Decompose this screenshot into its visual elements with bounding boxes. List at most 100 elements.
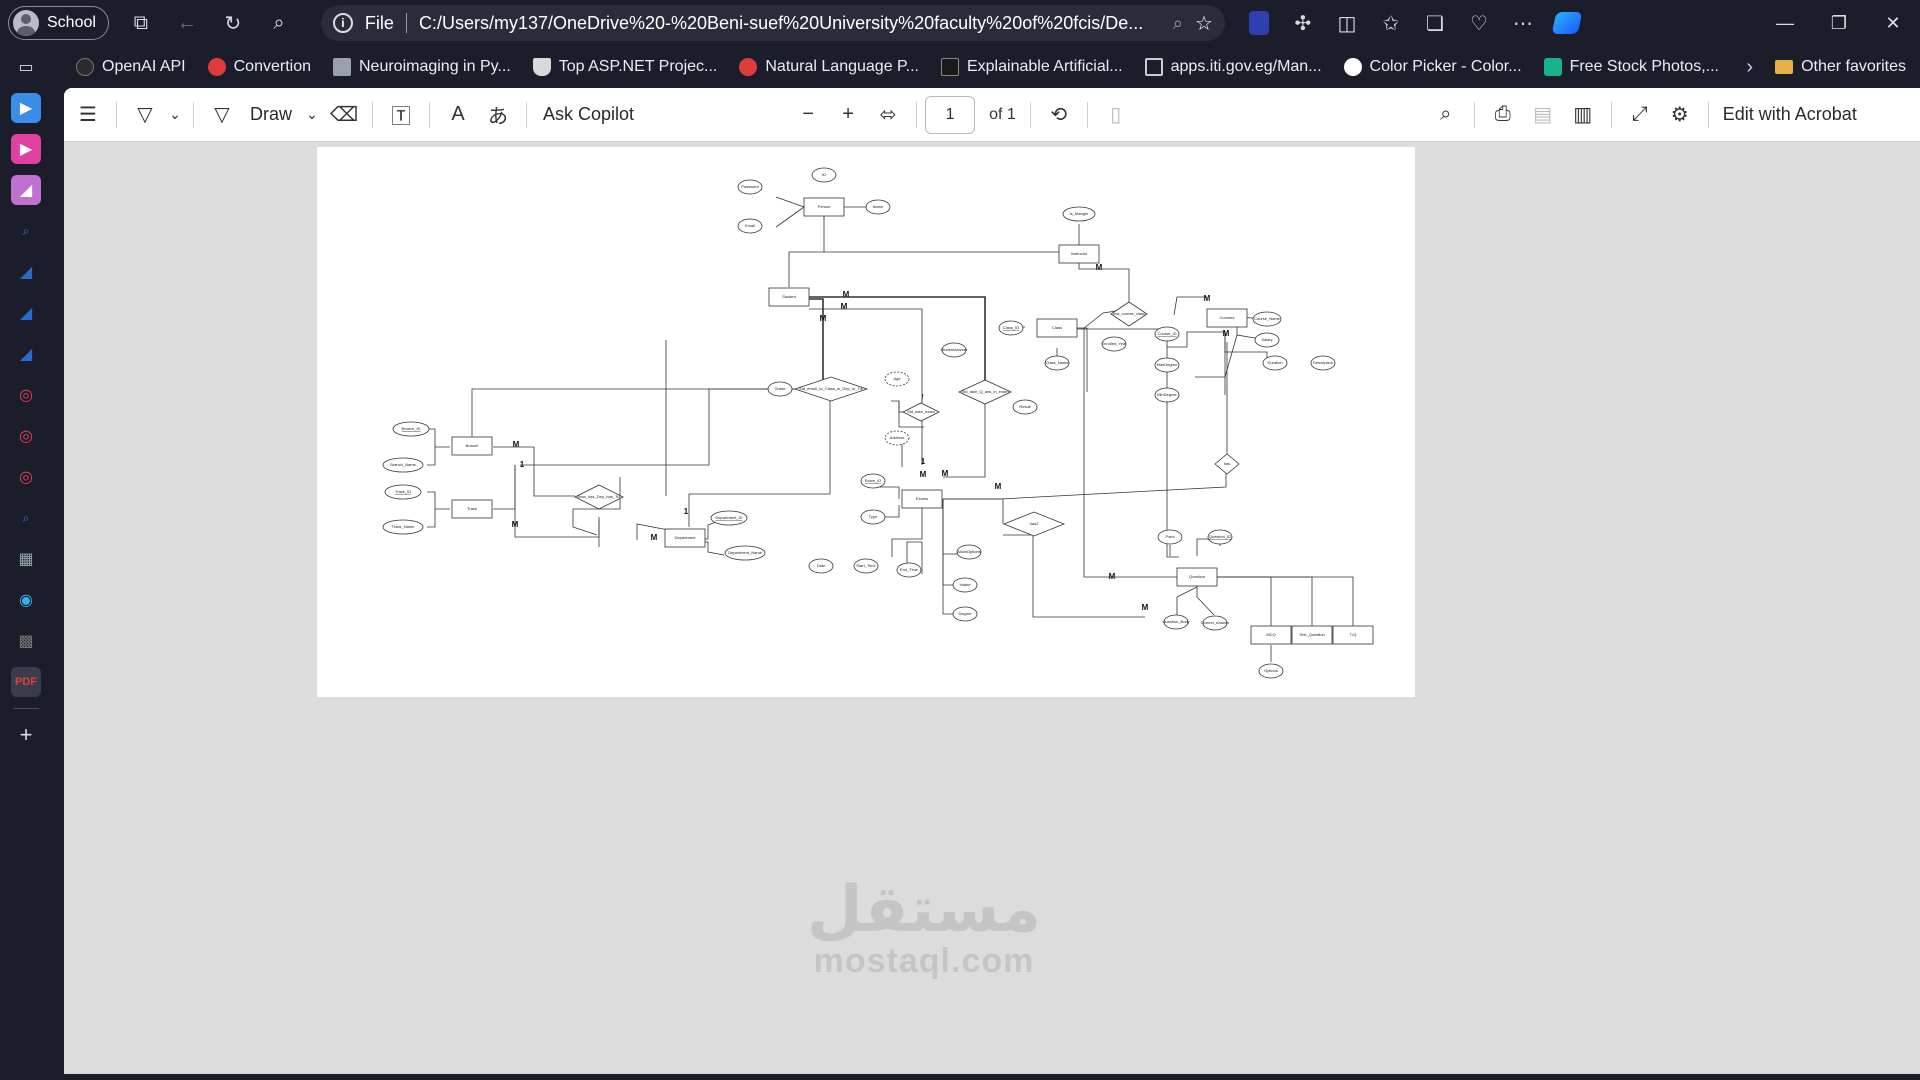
close-icon[interactable]: ✕ <box>1885 12 1901 33</box>
attribute-ellipse <box>941 342 967 358</box>
settings-gear-icon[interactable]: ⚙ <box>1670 104 1689 126</box>
chevron-down-icon[interactable]: ⌄ <box>306 106 318 122</box>
url-text[interactable]: C:/Users/my137/OneDrive%20-%20Beni-suef%… <box>418 12 1144 33</box>
attribute-ellipse <box>1202 615 1228 631</box>
app-icon[interactable]: ◢ <box>19 264 33 281</box>
eraser-icon[interactable]: ⌫ <box>329 104 359 126</box>
fullscreen-icon[interactable]: ⤢ <box>1631 103 1648 125</box>
instagram-icon[interactable]: ◎ <box>19 469 33 486</box>
favorites-icon[interactable]: ✩ <box>1382 12 1400 35</box>
ask-copilot-button[interactable]: Ask Copilot <box>543 104 635 124</box>
find-icon[interactable]: ⌕ <box>1440 103 1452 125</box>
split-screen-icon[interactable]: ◫ <box>1337 12 1357 35</box>
zoom-in-icon[interactable]: + <box>842 103 854 125</box>
tab-actions-icon[interactable]: ▭ <box>18 59 34 76</box>
attribute-label: Question_Body <box>1162 619 1189 624</box>
circle-app-icon[interactable]: ◉ <box>19 592 33 609</box>
favorite-star-icon[interactable]: ☆ <box>1194 12 1213 35</box>
extension-shield-icon[interactable] <box>1241 5 1277 41</box>
edit-with-acrobat-button[interactable]: Edit with Acrobat <box>1722 104 1857 124</box>
highlight-icon[interactable]: ▽ <box>137 104 153 126</box>
entity-box <box>1332 625 1374 645</box>
collections-icon[interactable]: ❏ <box>1425 12 1444 35</box>
pdf-tab-icon[interactable]: PDF <box>11 667 41 697</box>
browser-essentials-icon[interactable]: ♡ <box>1469 12 1488 35</box>
chevron-down-icon[interactable]: ⌄ <box>169 106 181 122</box>
attribute-label: StudentAnswer <box>940 347 968 352</box>
app-icon[interactable]: ◢ <box>11 175 41 205</box>
favorite-item[interactable]: Top ASP.NET Projec... <box>532 58 717 76</box>
connector-line <box>809 308 923 402</box>
copilot-icon[interactable] <box>1549 5 1585 41</box>
add-icon[interactable]: + <box>19 722 33 747</box>
info-icon[interactable]: i <box>332 13 353 33</box>
search-icon[interactable]: ⌕ <box>22 510 30 525</box>
attribute-label: Type <box>869 514 878 519</box>
attribute-ellipse <box>1252 311 1282 327</box>
save-as-icon[interactable]: ▥ <box>1573 104 1593 126</box>
attribute-ellipse <box>1062 206 1096 222</box>
attribute-label: Degree <box>958 611 972 616</box>
search-icon[interactable]: ⌕ <box>273 11 285 34</box>
attribute-label: Result <box>1019 404 1031 409</box>
workspaces-icon[interactable]: ⧉ <box>133 11 149 34</box>
app-icon[interactable]: ◢ <box>19 346 33 363</box>
attribute-ellipse <box>382 519 424 535</box>
entity-box <box>1176 567 1218 587</box>
attribute-ellipse <box>737 218 763 234</box>
back-icon[interactable]: ← <box>176 11 197 34</box>
toolbar-divider <box>916 101 918 128</box>
attribute-label: Address <box>890 435 905 440</box>
favorite-item[interactable]: OpenAI API <box>76 58 186 76</box>
rail-divider <box>13 708 39 709</box>
attribute-ellipse <box>1254 332 1280 348</box>
draw-label[interactable]: Draw <box>250 104 293 124</box>
attribute-label: Department_ID <box>715 515 742 520</box>
other-favorites-label: Other favorites <box>1801 58 1906 75</box>
print-icon[interactable]: ⎙ <box>1494 103 1511 125</box>
zoom-out-icon[interactable]: − <box>802 103 814 125</box>
address-separator <box>405 13 407 33</box>
calendar-icon[interactable]: ▦ <box>18 551 34 568</box>
save-icon[interactable]: ▤ <box>1533 104 1553 126</box>
app-icon[interactable]: ◢ <box>19 305 33 322</box>
favorite-item[interactable]: Free Stock Photos,... <box>1543 58 1719 76</box>
search-icon[interactable]: ⌕ <box>22 223 30 238</box>
extensions-icon[interactable]: ✣ <box>1294 12 1312 35</box>
favorite-item[interactable]: Convertion <box>207 58 311 76</box>
page-number-input[interactable]: 1 <box>925 95 976 134</box>
fit-page-icon[interactable]: ⬄ <box>879 104 897 126</box>
translate-icon[interactable]: あ <box>488 106 509 128</box>
favorite-item[interactable]: apps.iti.gov.eg/Man... <box>1144 58 1322 76</box>
page-view-icon[interactable]: ▯ <box>1110 104 1122 126</box>
read-aloud-icon[interactable]: A <box>451 103 465 125</box>
instagram-icon[interactable]: ◎ <box>19 428 33 445</box>
zoom-icon[interactable]: ⌕ <box>1172 12 1183 33</box>
image-icon[interactable]: ▩ <box>18 633 34 650</box>
favorite-favicon <box>207 58 226 76</box>
other-favorites[interactable]: Other favorites <box>1775 58 1906 76</box>
restore-icon[interactable]: ❐ <box>1830 12 1848 33</box>
chevron-right-icon[interactable]: › <box>1746 55 1754 78</box>
favorite-item[interactable]: Natural Language P... <box>739 58 919 76</box>
favorite-item[interactable]: Color Picker - Color... <box>1343 58 1522 76</box>
app-icon[interactable]: ▶ <box>11 93 41 123</box>
attribute-ellipse <box>865 199 891 215</box>
address-bar[interactable]: i File C:/Users/my137/OneDrive%20-%20Ben… <box>320 5 1225 41</box>
contents-icon[interactable]: ☰ <box>79 104 97 126</box>
minimize-icon[interactable]: — <box>1776 12 1794 33</box>
text-box-icon[interactable]: 🅃 <box>391 106 412 128</box>
cardinality-label: M <box>843 290 850 299</box>
attribute-label: Options <box>1264 668 1278 673</box>
profile-button[interactable]: School <box>8 6 109 40</box>
instagram-icon[interactable]: ◎ <box>19 387 33 404</box>
more-menu-icon[interactable]: ⋯ <box>1512 12 1533 35</box>
toolbar-divider <box>372 101 374 128</box>
refresh-icon[interactable]: ↻ <box>224 12 242 35</box>
favorite-item[interactable]: Explainable Artificial... <box>940 58 1123 76</box>
favorite-item[interactable]: Neuroimaging in Py... <box>332 58 511 76</box>
rotate-icon[interactable]: ⟲ <box>1050 104 1068 126</box>
draw-icon[interactable]: ▽ <box>214 104 230 126</box>
app-icon[interactable]: ▶ <box>11 134 41 164</box>
